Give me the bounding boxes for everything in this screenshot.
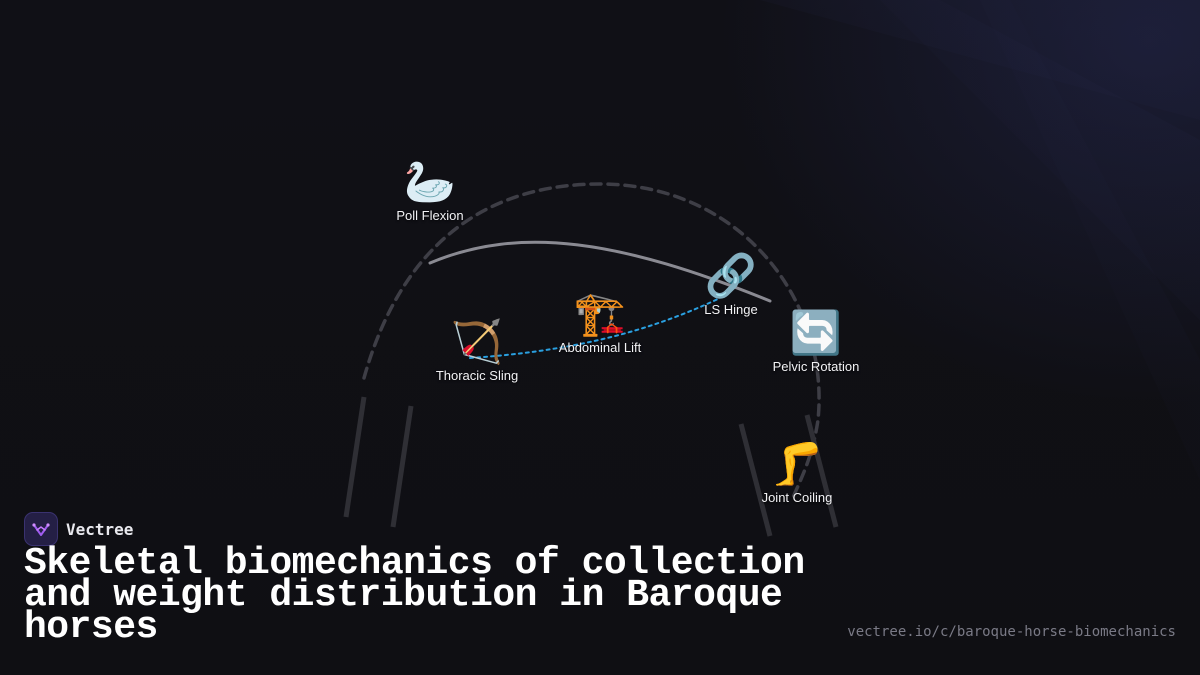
crane-icon: 🏗️ <box>573 290 627 337</box>
foreleg-right <box>390 405 414 528</box>
node-ls-hinge: 🔗 LS Hinge <box>661 252 801 317</box>
brand-name: Vectree <box>66 519 134 539</box>
node-abdominal-lift: 🏗️ Abdominal Lift <box>530 290 670 355</box>
hindleg-left <box>738 423 773 537</box>
foreleg-left <box>343 396 367 518</box>
node-pelvic-rotation: 🔄 Pelvic Rotation <box>746 309 886 374</box>
brand: Vectree <box>24 512 133 546</box>
source-url: vectree.io/c/baroque-horse-biomechanics <box>847 624 1176 640</box>
abdominal-link-line <box>469 297 721 359</box>
page-title: Skeletal biomechanics of collection and … <box>24 542 805 649</box>
node-poll-flexion: 🦢 Poll Flexion <box>360 158 500 223</box>
node-label: LS Hinge <box>704 302 758 317</box>
bow-and-arrow-icon: 🏹 <box>450 318 504 365</box>
node-label: Abdominal Lift <box>558 340 642 355</box>
hindleg-right <box>804 414 839 528</box>
rotate-arrows-icon: 🔄 <box>789 309 843 356</box>
back-line <box>428 240 772 303</box>
node-label: Joint Coiling <box>761 490 833 505</box>
swan-icon: 🦢 <box>403 158 457 205</box>
node-label: Pelvic Rotation <box>772 359 860 374</box>
link-icon: 🔗 <box>704 252 758 299</box>
vectree-logo-icon <box>24 512 58 546</box>
node-joint-coiling: 🦵 Joint Coiling <box>727 440 867 505</box>
node-label: Poll Flexion <box>396 208 464 223</box>
leg-icon: 🦵 <box>770 440 824 487</box>
node-label: Thoracic Sling <box>435 368 519 383</box>
node-thoracic-sling: 🏹 Thoracic Sling <box>407 318 547 383</box>
